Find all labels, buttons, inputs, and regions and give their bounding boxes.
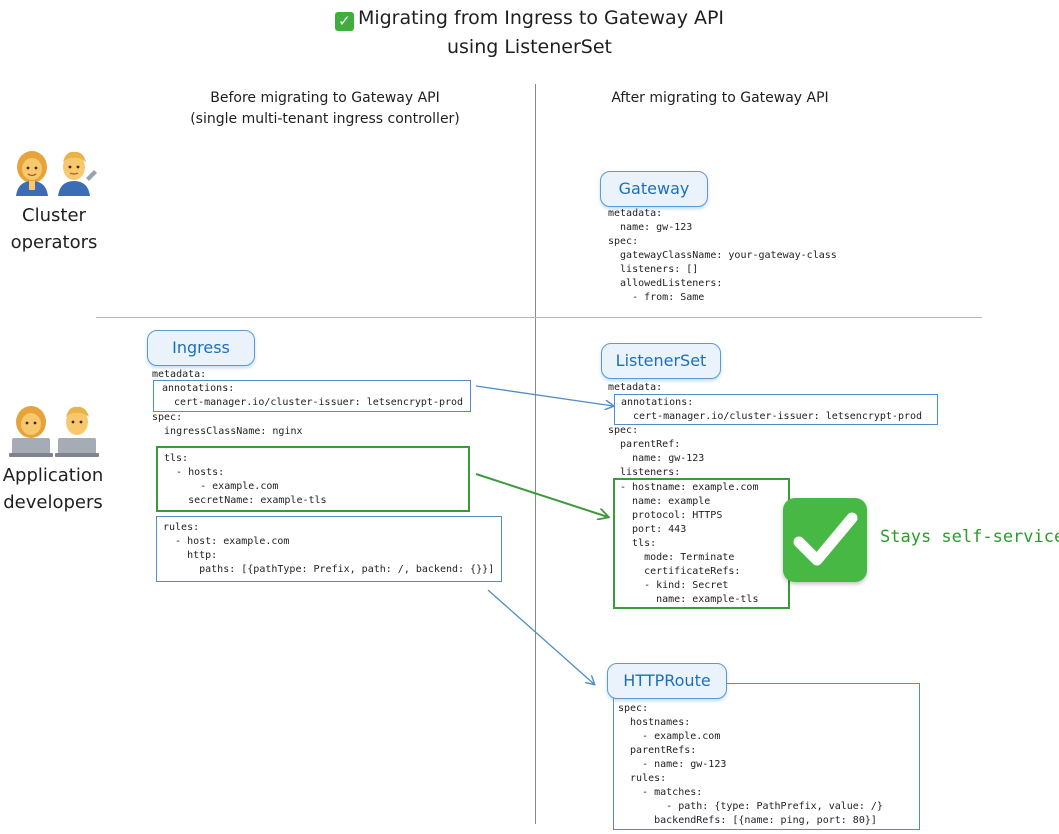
listenerset-metadata: metadata: [608, 382, 663, 393]
application-developers-row-label: Application developers [0, 404, 106, 516]
man-technologist-icon [55, 406, 99, 457]
httproute-spec: spec: hostnames: - example.com parentRef… [618, 703, 883, 826]
woman-mechanic-icon [16, 151, 48, 196]
cluster-operators-row-label: Cluster operators [8, 148, 100, 256]
diagram-title: ✓Migrating from Ingress to Gateway API u… [0, 4, 1059, 62]
tls-arrow [475, 473, 608, 517]
ingress-pill: Ingress [147, 330, 255, 366]
listenerset-listener-box: - hostname: example.com name: example pr… [613, 478, 790, 609]
ingress-tls: tls: - hosts: - example.com secretName: … [164, 453, 327, 506]
httproute-pill: HTTPRoute [607, 663, 727, 699]
after-column-heading: After migrating to Gateway API [611, 90, 829, 106]
ingress-annotations-box: annotations: cert-manager.io/cluster-iss… [153, 380, 471, 412]
annotations-arrow [475, 385, 613, 406]
listenerset-pill: ListenerSet [601, 343, 721, 379]
ingress-metadata: metadata: [152, 369, 207, 380]
listenerset-spec: spec: parentRef: name: gw-123 listeners: [608, 425, 705, 478]
listenerset-annotations: annotations: cert-manager.io/cluster-iss… [621, 397, 923, 422]
heavy-check-mark-icon [783, 498, 867, 582]
white-check-mark-icon: ✓ [334, 12, 354, 31]
rules-arrow [487, 589, 594, 684]
woman-technologist-icon [9, 406, 53, 457]
ingress-tls-box: tls: - hosts: - example.com secretName: … [156, 446, 470, 512]
before-column-heading: Before migrating to Gateway API (single … [190, 90, 460, 127]
listenerset-annotations-box: annotations: cert-manager.io/cluster-iss… [614, 394, 938, 425]
vertical-divider [535, 84, 536, 824]
ingress-annotations: annotations: cert-manager.io/cluster-iss… [162, 383, 464, 408]
gateway-pill: Gateway [600, 171, 708, 207]
httproute-box: spec: hostnames: - example.com parentRef… [613, 683, 920, 830]
ingress-spec: spec: ingressClassName: nginx [152, 412, 303, 437]
gateway-spec: metadata: name: gw-123 spec: gatewayClas… [608, 208, 837, 303]
listenerset-listener: - hostname: example.com name: example pr… [620, 482, 759, 605]
ingress-rules-box: rules: - host: example.com http: paths: … [156, 516, 502, 582]
self-service-callout: Stays self-service [880, 527, 1059, 547]
man-mechanic-icon [58, 151, 97, 196]
horizontal-divider [96, 317, 982, 318]
ingress-rules: rules: - host: example.com http: paths: … [163, 522, 495, 575]
